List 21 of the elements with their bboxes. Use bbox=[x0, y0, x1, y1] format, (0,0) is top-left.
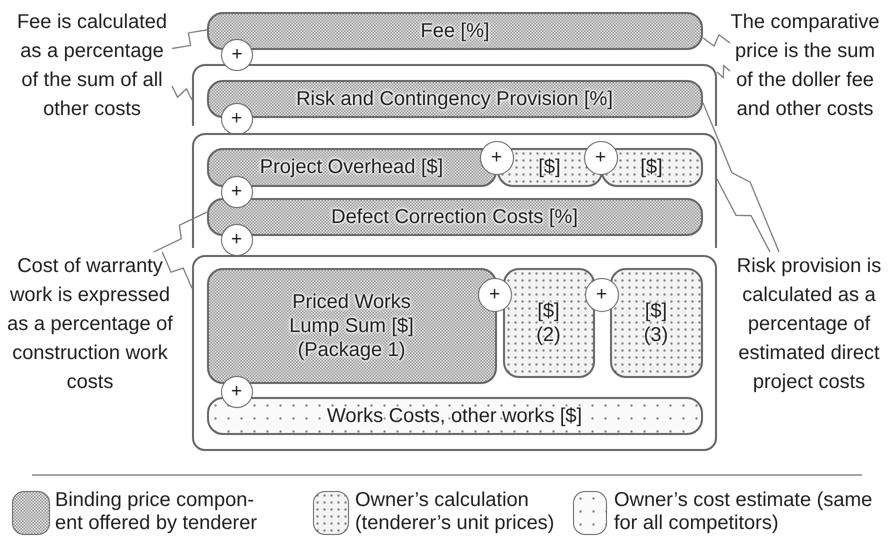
legend-text: Owner’s cost estimate (same for all competitors) bbox=[614, 489, 874, 535]
leader-line bbox=[716, 178, 771, 252]
leader-line bbox=[153, 212, 208, 253]
price-bar: [$] (2) bbox=[502, 268, 594, 378]
leader-line bbox=[716, 64, 730, 79]
plus-circle: + bbox=[584, 140, 618, 174]
plus-circle: + bbox=[480, 140, 514, 174]
legend-text: Owner’s calculation (tenderer’s unit prices) bbox=[355, 489, 556, 535]
group-frame bbox=[192, 255, 717, 451]
annotation-text: The comparative price is the sum of the doller fee and other costs bbox=[730, 8, 880, 183]
annotation-text: Fee is calculated as a percentage of the sum of all other costs bbox=[12, 8, 172, 158]
leader-line bbox=[171, 86, 193, 100]
price-bar: [$] (3) bbox=[610, 268, 702, 378]
leader-line bbox=[702, 34, 730, 47]
leader-line bbox=[162, 252, 193, 289]
annotation-text: Risk provision is calculated as a percentage of estimated direct project costs bbox=[734, 252, 884, 447]
annotation-text: Cost of warranty work is expressed as a percentage of construction work costs bbox=[4, 252, 176, 447]
leader-line bbox=[702, 102, 780, 252]
legend-text: Binding price compon- ent offered by tenderer bbox=[55, 489, 258, 535]
price-bar: Works Costs, other works [$] bbox=[206, 396, 702, 434]
leader-line bbox=[172, 29, 208, 50]
